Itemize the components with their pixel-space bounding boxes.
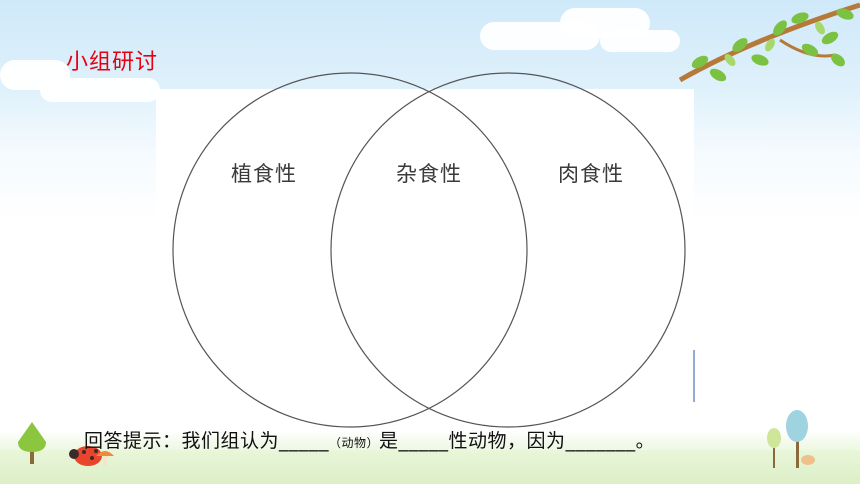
cloud-decoration <box>600 30 680 52</box>
answer-middle: 是 <box>379 430 399 452</box>
answer-blank-animal[interactable]: _____ <box>279 430 330 452</box>
slide-title: 小组研讨 <box>66 50 159 75</box>
answer-prompt: 回答提示：我们组认为_____（动物）是_____性动物，因为_______。 <box>84 426 655 453</box>
answer-suffix: 性动物，因为 <box>448 430 566 452</box>
answer-end: 。 <box>635 430 656 452</box>
mushroom-icon <box>96 451 114 466</box>
answer-prefix: 回答提示：我们组认为 <box>84 430 280 452</box>
trees-icon <box>767 410 815 468</box>
venn-label-herbivore: 植食性 <box>231 162 297 186</box>
ground-strip <box>0 450 860 484</box>
tree-icon <box>18 422 46 464</box>
answer-note: （动物） <box>329 436 380 450</box>
answer-blank-reason[interactable]: _______ <box>565 430 636 452</box>
cloud-decoration <box>40 78 160 102</box>
venn-panel <box>156 89 694 344</box>
answer-blank-type[interactable]: _____ <box>398 430 449 452</box>
ladybug-icon <box>69 446 102 466</box>
branch-leaves-icon <box>678 2 860 83</box>
venn-label-omnivore: 杂食性 <box>396 162 462 186</box>
venn-label-carnivore: 肉食性 <box>558 162 624 186</box>
